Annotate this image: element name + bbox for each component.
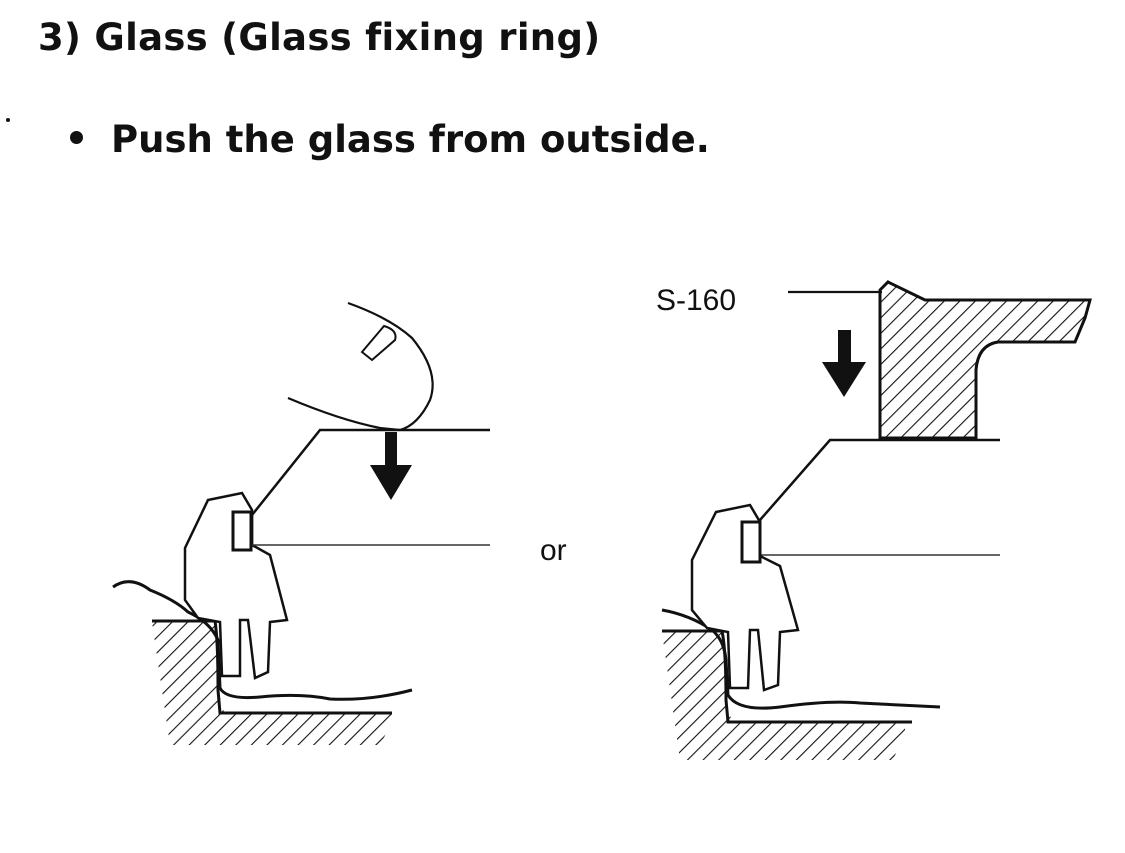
section-heading: 3) Glass (Glass fixing ring)	[38, 16, 601, 59]
left-gasket-line	[112, 580, 413, 701]
left-case-hatching	[152, 622, 392, 745]
tool-s160	[878, 280, 1092, 440]
stray-mark	[6, 118, 10, 122]
right-ring-lip	[740, 520, 762, 564]
left-diagram-finger-push	[112, 301, 490, 745]
or-label: or	[540, 534, 567, 567]
right-fixing-ring	[690, 503, 800, 692]
instruction-item: Push the glass from outside.	[70, 118, 710, 161]
right-diagram-tool-push: S-160	[656, 280, 1092, 760]
left-push-arrow	[370, 432, 412, 500]
finger-outline	[287, 301, 434, 432]
right-case-hatching	[662, 632, 905, 760]
left-glass	[250, 428, 490, 545]
bullet-icon	[70, 131, 83, 144]
right-push-arrow	[822, 330, 866, 397]
fingernail	[360, 324, 397, 362]
tool-label: S-160	[656, 284, 736, 317]
right-glass	[758, 438, 1000, 555]
left-ring-lip	[231, 510, 253, 552]
left-fixing-ring	[183, 491, 289, 680]
instruction-text: Push the glass from outside.	[111, 118, 710, 161]
